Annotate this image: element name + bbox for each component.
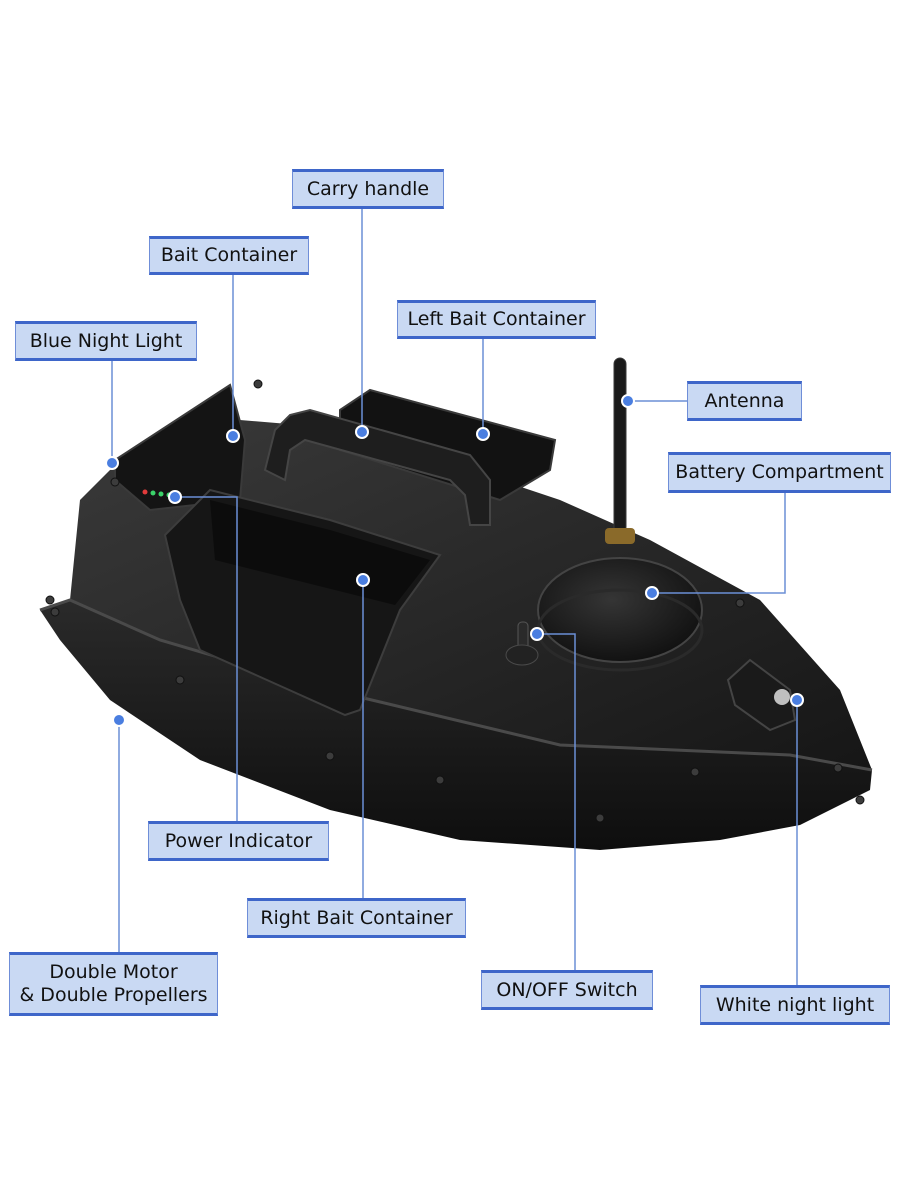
dot-antenna	[621, 394, 635, 408]
label-double-motor: Double Motor & Double Propellers	[9, 952, 218, 1016]
label-right-bait-container: Right Bait Container	[247, 898, 466, 938]
label-bait-container: Bait Container	[149, 236, 309, 275]
dot-on-off-switch	[530, 627, 544, 641]
dot-right-bait-container	[356, 573, 370, 587]
dot-left-bait-container	[476, 427, 490, 441]
label-blue-night-light: Blue Night Light	[15, 321, 197, 361]
label-left-bait-container: Left Bait Container	[397, 300, 596, 339]
label-carry-handle: Carry handle	[292, 169, 444, 209]
dot-blue-night-light	[105, 456, 119, 470]
label-battery-compartment: Battery Compartment	[668, 452, 891, 493]
label-power-indicator: Power Indicator	[148, 821, 329, 861]
label-antenna: Antenna	[687, 381, 802, 421]
callout-dots	[105, 394, 804, 727]
carry-handle-shape	[263, 408, 491, 526]
dot-bait-container	[226, 429, 240, 443]
label-double-motor-line1: Double Motor	[49, 961, 178, 983]
leader-on-off-switch	[537, 633, 576, 970]
battery-lid	[537, 557, 703, 663]
leader-battery-compartment	[652, 492, 786, 594]
bait-boat	[39, 357, 873, 850]
front-light-housing	[726, 658, 797, 732]
dot-battery-compartment	[645, 586, 659, 600]
label-white-night-light: White night light	[700, 985, 890, 1025]
leader-power-indicator	[175, 496, 238, 822]
dot-double-motor	[112, 713, 126, 727]
dot-power-indicator	[168, 490, 182, 504]
label-double-motor-line2: & Double Propellers	[19, 984, 208, 1006]
boat-hull	[40, 600, 872, 850]
left-rear-box	[114, 383, 247, 512]
antenna-rod	[613, 357, 627, 534]
dot-carry-handle	[355, 425, 369, 439]
label-on-off-switch: ON/OFF Switch	[481, 970, 653, 1010]
dot-white-night-light	[790, 693, 804, 707]
leader-lines	[111, 207, 798, 986]
